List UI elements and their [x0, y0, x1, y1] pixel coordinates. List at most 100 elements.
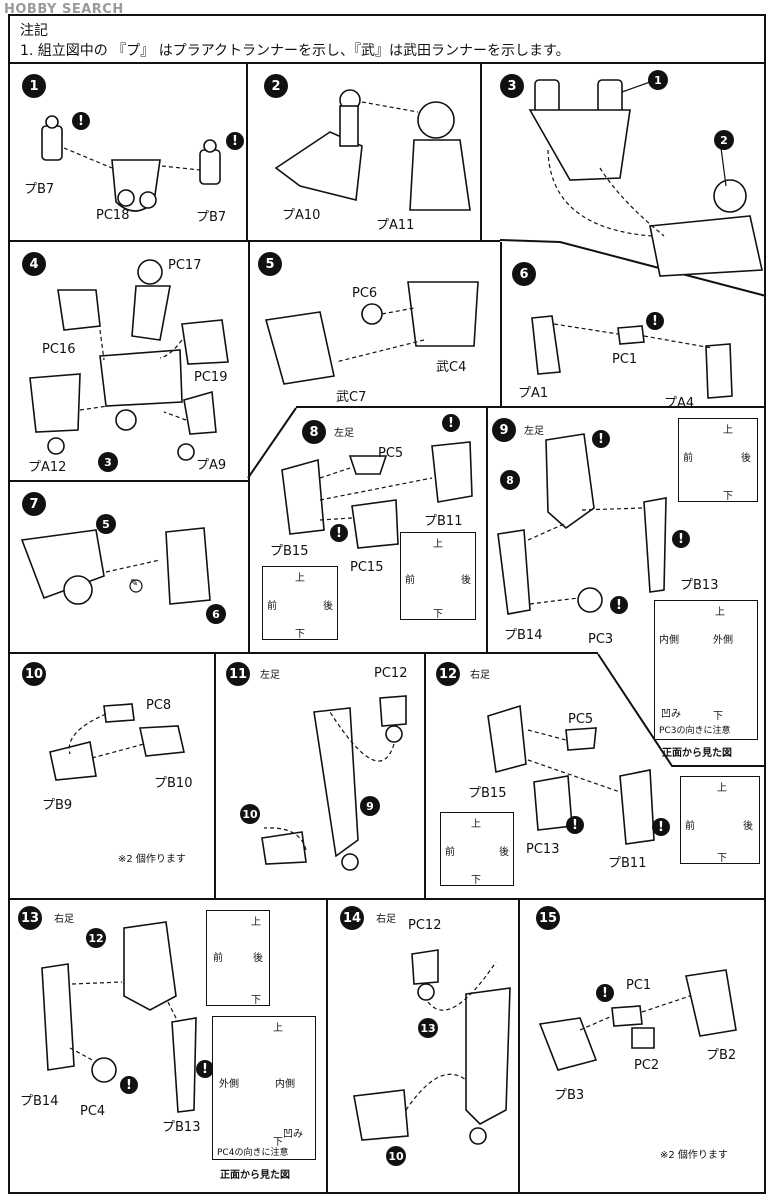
step-ref-badge: 3 [98, 452, 118, 472]
part-label: PC12 [408, 918, 442, 933]
dir-down: 下 [471, 875, 481, 886]
step-ref-badge: 2 [714, 130, 734, 150]
orientation-inset: 上 前 後 下 [440, 812, 514, 886]
part-b7-right [199, 139, 221, 185]
divider [8, 480, 248, 482]
part-label: プB15 [468, 786, 507, 801]
side-label: 右足 [376, 914, 396, 925]
dir-up: 上 [471, 819, 481, 830]
part-label: PC17 [168, 258, 202, 273]
part-label: PC1 [626, 978, 652, 993]
watermark: HOBBY SEARCH [4, 2, 124, 17]
divider [8, 240, 500, 242]
inner-side-label: 内側 [659, 635, 679, 646]
exclamation-icon: ! [610, 596, 628, 614]
part-label: PC15 [350, 560, 384, 575]
divider [480, 64, 482, 242]
front-view-inset: 上 内側 外側 凹み 下 PC3の向きに注意 [654, 600, 758, 740]
part-label: プA1 [518, 386, 549, 401]
dir-back: 後 [461, 575, 471, 586]
part-label: PC1 [612, 352, 638, 367]
dir-up: 上 [715, 607, 725, 618]
step-number-badge: 4 [22, 252, 46, 276]
side-label: 右足 [54, 914, 74, 925]
divider [500, 242, 502, 406]
part-label: PC13 [526, 842, 560, 857]
notes-text: 1. 組立図中の 『プ』 はプラアクトランナーを示し、『武』は武田ランナーを示し… [20, 43, 570, 59]
dir-up: 上 [251, 917, 261, 928]
part-label: プA9 [196, 458, 227, 473]
dir-down: 下 [723, 491, 733, 502]
part-label: プB7 [24, 182, 55, 197]
side-label: 左足 [334, 428, 354, 439]
dir-back: 後 [253, 953, 263, 964]
orientation-inset: 上 前 後 下 [680, 776, 760, 864]
divider [486, 406, 488, 652]
part-label: プB7 [196, 210, 227, 225]
dir-down: 下 [713, 711, 723, 722]
front-view-caption: 正面から見た図 [662, 748, 732, 759]
divider [326, 900, 328, 1194]
divider [424, 654, 426, 898]
dir-back: 後 [499, 847, 509, 858]
no-glue-icon: ✎ [130, 578, 139, 589]
step-number-badge: 6 [512, 262, 536, 286]
part-label: プB11 [608, 856, 647, 871]
part-label: PC3 [588, 632, 614, 647]
dir-up: 上 [295, 573, 305, 584]
step-ref-badge: 8 [500, 470, 520, 490]
part-label: プB14 [504, 628, 543, 643]
part-label: PC4 [80, 1104, 106, 1119]
dir-down: 下 [251, 995, 261, 1006]
exclamation-icon: ! [196, 1060, 214, 1078]
orientation-inset: 上 前 後 下 [262, 566, 338, 640]
dir-down: 下 [295, 629, 305, 640]
dir-back: 後 [323, 601, 333, 612]
divider [214, 654, 216, 898]
orientation-inset: 上 前 後 下 [400, 532, 476, 620]
caution-note: PC4の向きに注意 [217, 1148, 289, 1158]
step-number-badge: 13 [18, 906, 42, 930]
dir-back: 後 [741, 453, 751, 464]
dir-back: 後 [743, 821, 753, 832]
dir-up: 上 [717, 783, 727, 794]
notch-label: 凹み [283, 1129, 303, 1140]
part-label: プB13 [680, 578, 719, 593]
part-label: PC5 [568, 712, 594, 727]
divider [246, 64, 248, 240]
divider [8, 652, 598, 654]
outer-side-label: 外側 [713, 635, 733, 646]
quantity-note: ※2 個作ります [660, 1150, 728, 1161]
step-number-badge: 1 [22, 74, 46, 98]
exclamation-icon: ! [72, 112, 90, 130]
step-number-badge: 12 [436, 662, 460, 686]
part-label: PC8 [146, 698, 172, 713]
step-number-badge: 8 [302, 420, 326, 444]
part-label: 武C7 [336, 390, 367, 405]
notes-heading: 注記 [20, 23, 48, 39]
step-number-badge: 14 [340, 906, 364, 930]
step-ref-badge: 1 [648, 70, 668, 90]
dir-up: 上 [433, 539, 443, 550]
exclamation-icon: ! [652, 818, 670, 836]
inner-side-label: 内側 [275, 1079, 295, 1090]
part-label: プB3 [554, 1088, 585, 1103]
step-ref-badge: 9 [360, 796, 380, 816]
step-number-badge: 11 [226, 662, 250, 686]
quantity-note: ※2 個作ります [118, 854, 186, 865]
side-label: 右足 [470, 670, 490, 681]
part-pc18 [111, 159, 161, 212]
step-number-badge: 7 [22, 492, 46, 516]
dir-front: 前 [267, 601, 277, 612]
dir-front: 前 [683, 453, 693, 464]
divider [8, 898, 766, 900]
part-label: PC6 [352, 286, 378, 301]
step-ref-badge: 13 [418, 1018, 438, 1038]
part-label: プB15 [270, 544, 309, 559]
dir-up: 上 [723, 425, 733, 436]
part-label: PC16 [42, 342, 76, 357]
part-label: プA10 [282, 208, 321, 223]
instruction-sheet [8, 14, 766, 1194]
exclamation-icon: ! [596, 984, 614, 1002]
dir-down: 下 [717, 853, 727, 864]
